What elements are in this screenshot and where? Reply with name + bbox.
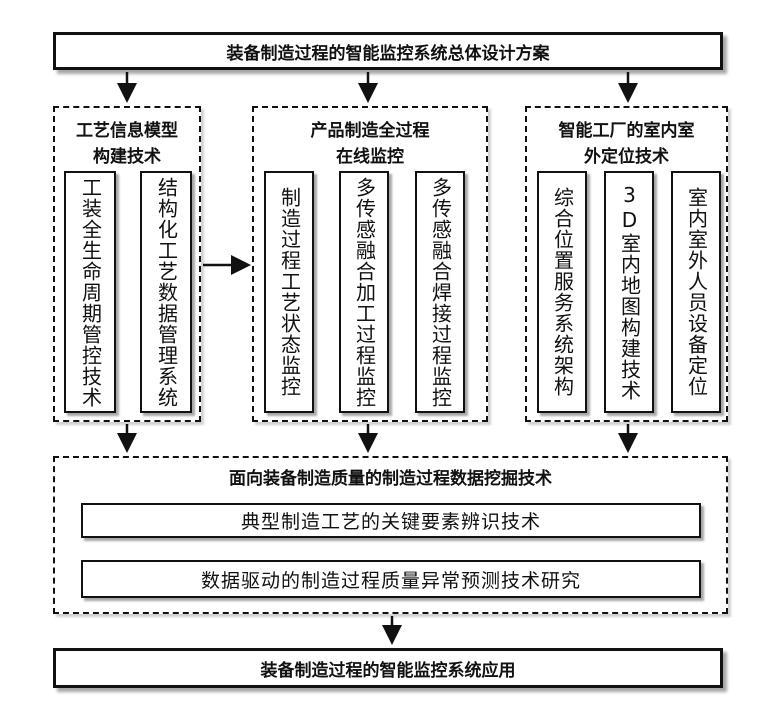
item-personnel-equipment-positioning: 室内室外人员设备定位 [671,171,721,413]
group-indoor-outdoor-positioning: 智能工厂的室内室 外定位技术 [525,106,728,422]
item-multisensor-welding: 多传感融合焊接过程监控 [415,171,465,413]
group-online-monitoring: 产品制造全过程 在线监控 [252,106,488,422]
item-multisensor-machining: 多传感融合加工过程监控 [339,171,389,413]
item-structured-process-data: 结构化工艺数据管理系统 [140,171,192,413]
bottom-application-box: 装备制造过程的智能监控系统应用 [53,648,723,688]
group-data-mining-title: 面向装备制造质量的制造过程数据挖掘技术 [229,469,552,489]
item-location-service-architecture: 综合位置服务系统架构 [537,171,587,413]
item-key-factor-identification: 典型制造工艺的关键要素辨识技术 [81,503,701,538]
item-process-state-monitoring: 制造过程工艺状态监控 [264,171,314,413]
item-quality-anomaly-prediction: 数据驱动的制造过程质量异常预测技术研究 [81,560,701,598]
group-positioning-title: 智能工厂的室内室 外定位技术 [558,121,695,167]
top-design-box: 装备制造过程的智能监控系统总体设计方案 [53,32,723,70]
group-data-mining: 面向装备制造质量的制造过程数据挖掘技术 [53,456,728,614]
group-process-model-title: 工艺信息模型 构建技术 [76,121,178,167]
group-online-monitoring-title: 产品制造全过程 在线监控 [310,121,430,167]
group-process-model: 工艺信息模型 构建技术 [53,106,201,422]
bottom-application-label: 装备制造过程的智能监控系统应用 [260,660,516,681]
item-tooling-lifecycle: 工装全生命周期管控技术 [64,171,116,413]
top-design-label: 装备制造过程的智能监控系统总体设计方案 [226,43,550,64]
item-3d-indoor-map: 3D室内地图构建技术 [604,171,654,413]
